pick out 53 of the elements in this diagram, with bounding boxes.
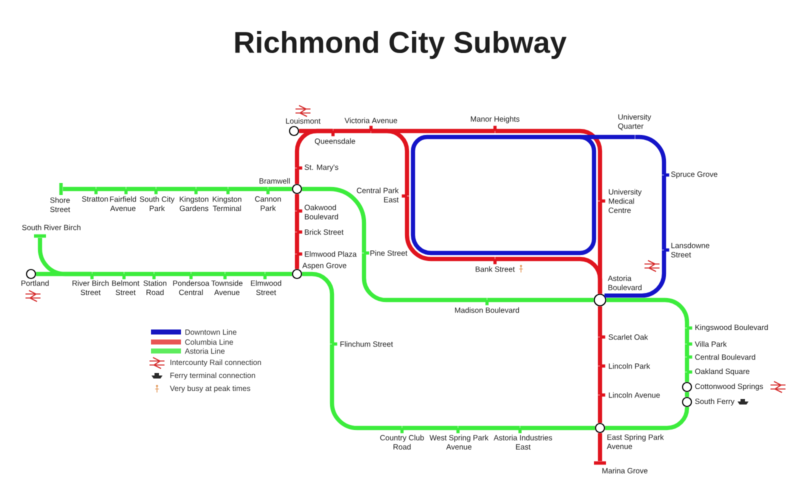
track-line — [294, 194, 300, 211]
track-line — [684, 328, 690, 344]
track-line — [371, 128, 410, 196]
track-line — [402, 426, 458, 430]
track-line — [580, 134, 596, 201]
track-line — [495, 128, 602, 201]
track-line — [684, 372, 690, 382]
track-line — [598, 433, 602, 462]
track-line — [604, 250, 666, 298]
track-line — [520, 426, 595, 430]
track-line — [92, 272, 124, 276]
track-line — [606, 298, 690, 328]
track-line — [294, 254, 300, 269]
track-line — [294, 211, 300, 232]
track-line — [294, 128, 333, 168]
track-line — [268, 186, 292, 192]
track-line — [605, 406, 690, 430]
track-line — [458, 426, 520, 430]
track-line — [495, 256, 602, 294]
track-line — [124, 272, 154, 276]
track-line — [333, 128, 371, 134]
track-line — [265, 272, 292, 276]
track-line — [684, 392, 690, 397]
track-line — [598, 337, 602, 366]
track-line — [225, 272, 265, 276]
track-line — [62, 186, 96, 192]
track-line — [191, 272, 225, 276]
track-line — [598, 366, 602, 395]
track-line — [302, 186, 366, 253]
track-line — [302, 272, 334, 344]
track-line — [228, 186, 268, 192]
track-line — [330, 344, 402, 430]
track-line — [196, 186, 228, 192]
track-line — [404, 196, 495, 262]
track-line — [598, 306, 602, 337]
track-line — [294, 232, 300, 254]
track-line — [598, 395, 602, 423]
track-line — [154, 272, 191, 276]
track-line — [362, 253, 487, 302]
track-line — [487, 298, 594, 302]
track-line — [684, 357, 690, 372]
track-line — [38, 238, 92, 276]
track-line — [96, 186, 126, 192]
track-line — [410, 134, 495, 196]
title: Richmond City Subway — [235, 31, 567, 59]
track-line — [662, 175, 666, 250]
track-line — [126, 186, 156, 192]
track-line — [635, 134, 666, 175]
track-line — [156, 186, 196, 192]
track-line — [410, 196, 495, 256]
track-line — [684, 344, 690, 357]
track-line — [495, 201, 596, 256]
track-line — [294, 168, 300, 184]
